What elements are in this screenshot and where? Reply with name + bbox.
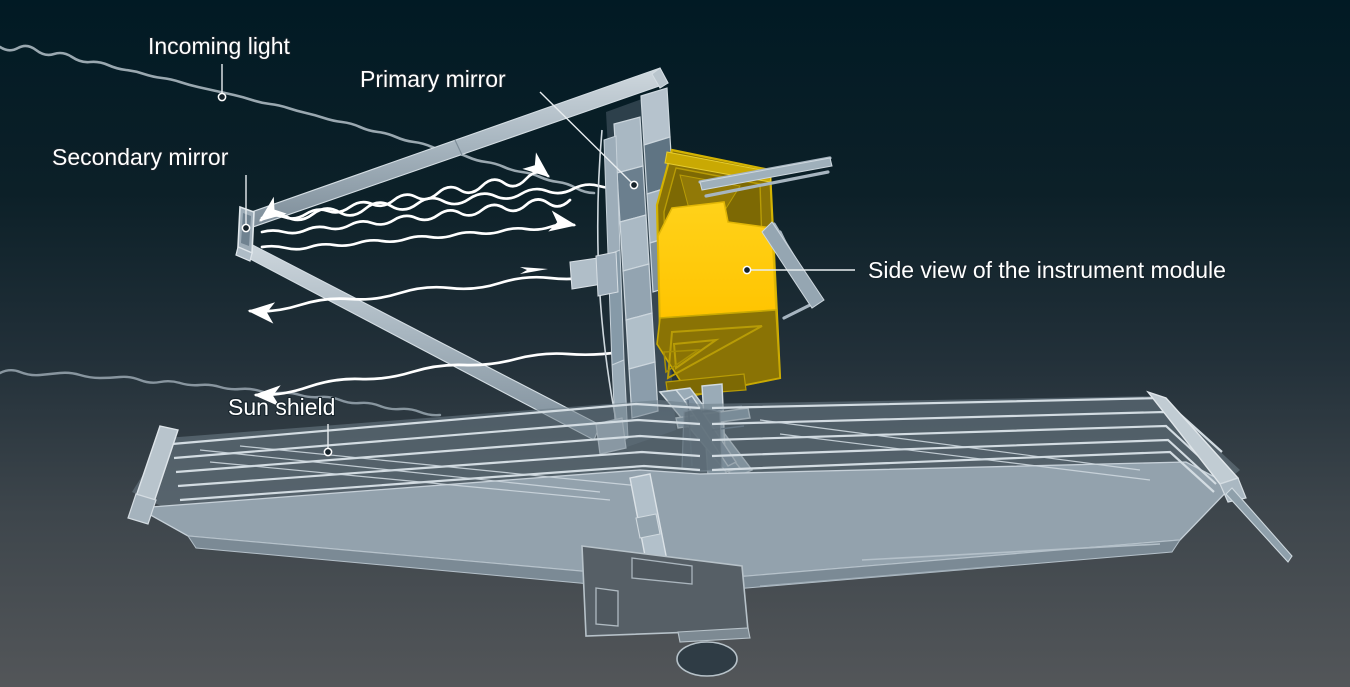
ray-arrow-extra (520, 267, 548, 274)
leader-dot-secondary-mirror (241, 223, 251, 233)
label-incoming-light: Incoming light (148, 33, 291, 59)
rear-strut-lower (761, 221, 825, 309)
sunshield-right-spar (1146, 390, 1293, 563)
sunshield-left-spar (127, 425, 179, 525)
antenna-dish (676, 641, 738, 677)
leader-primary-mirror (539, 91, 633, 184)
label-secondary-mirror: Secondary mirror (52, 144, 229, 170)
spacecraft-bus (581, 545, 751, 677)
sun-shield (127, 390, 1293, 593)
leader-dot-primary-mirror (629, 180, 639, 190)
incoming-light-wave-secondary (0, 369, 442, 417)
label-primary-mirror: Primary mirror (360, 66, 506, 92)
leader-dot-incoming-light (217, 92, 227, 102)
optical-path-rays (247, 152, 627, 407)
leader-dot-sun-shield (323, 447, 333, 457)
label-sun-shield: Sun shield (228, 394, 335, 420)
incoming-light-wave (0, 44, 596, 195)
leader-dot-instrument-module (742, 265, 752, 275)
label-instrument-module: Side view of the instrument module (868, 257, 1226, 283)
rear-strut-upper (699, 157, 833, 191)
leader-lines (217, 64, 855, 457)
mirror-segment-column-front (613, 116, 659, 419)
